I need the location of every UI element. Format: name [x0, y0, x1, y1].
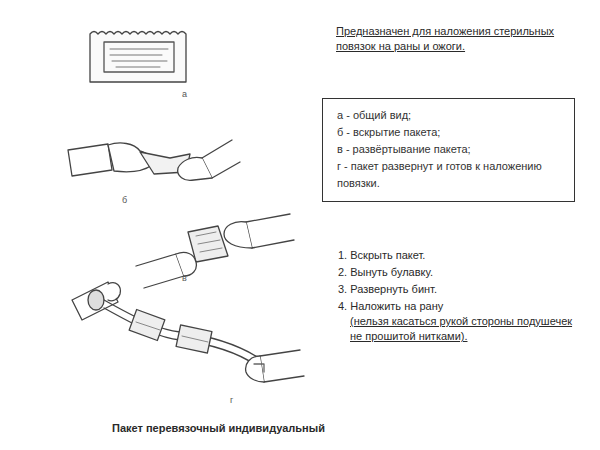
box-line: г - пакет развернут и готов к наложению … [337, 158, 560, 192]
legend-box: а - общий вид;б - вскрытие пакета;в - ра… [322, 98, 575, 202]
figure-letter: в [182, 272, 187, 285]
caption: Пакет перевязочный индивидуальный [112, 421, 325, 436]
step-text: 4. Наложить на рану [338, 299, 578, 314]
box-line: в - развёртывание пакета; [337, 141, 560, 158]
heading: Предназначен для наложения стерильных по… [336, 24, 562, 55]
box-line: б - вскрытие пакета; [337, 124, 560, 141]
step-text: 2. Вынуть булавку. [338, 265, 578, 280]
figure-letter: а [182, 88, 187, 101]
figure-letter: г [230, 394, 233, 407]
warning-note: (нельзя касаться рукой стороны подушечек… [350, 314, 576, 345]
figure-letter: б [122, 194, 127, 207]
step-text: 3. Развернуть бинт. [338, 282, 578, 297]
step-text: 1. Вскрыть пакет. [338, 248, 578, 263]
box-line: а - общий вид; [337, 107, 560, 124]
